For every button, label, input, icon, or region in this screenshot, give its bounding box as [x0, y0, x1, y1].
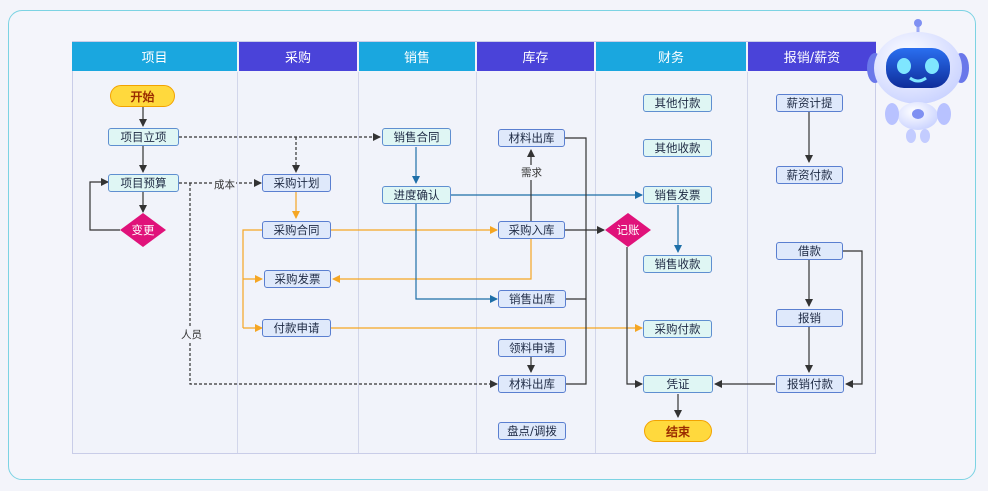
- salary-payment-node[interactable]: 薪资付款: [776, 166, 843, 184]
- reimburse-payment-node[interactable]: 报销付款: [776, 375, 844, 393]
- end-node[interactable]: 结束: [644, 420, 712, 442]
- lane-divider: [358, 72, 359, 453]
- lane-divider: [237, 72, 238, 453]
- lane-header-project: 项目: [72, 42, 237, 71]
- other-receipt-node[interactable]: 其他收款: [643, 139, 712, 157]
- purchase-contract-node[interactable]: 采购合同: [262, 221, 331, 239]
- bookkeeping-decision-label: 记账: [616, 223, 640, 237]
- purchase-plan-node[interactable]: 采购计划: [262, 174, 331, 192]
- robot-mascot-icon: [867, 19, 969, 143]
- sales-receipt-node[interactable]: 销售收款: [643, 255, 712, 273]
- lane-header-purchase: 采购: [239, 42, 357, 71]
- lane-header-finance: 财务: [596, 42, 746, 71]
- reimburse-node[interactable]: 报销: [776, 309, 843, 327]
- material-out-bottom-node[interactable]: 材料出库: [498, 375, 566, 393]
- start-node[interactable]: 开始: [110, 85, 175, 107]
- swimlane-board: [72, 41, 876, 454]
- inventory-transfer-node[interactable]: 盘点/调拨: [498, 422, 566, 440]
- lane-divider: [595, 72, 596, 453]
- payment-request-node[interactable]: 付款申请: [262, 319, 331, 337]
- bookkeeping-decision[interactable]: 记账: [605, 213, 651, 247]
- lane-header-inventory: 库存: [477, 42, 594, 71]
- material-request-node[interactable]: 领料申请: [498, 339, 566, 357]
- voucher-node[interactable]: 凭证: [643, 375, 713, 393]
- change-decision[interactable]: 变更: [120, 213, 166, 247]
- sales-out-node[interactable]: 销售出库: [498, 290, 566, 308]
- lane-divider: [747, 72, 748, 453]
- lane-header-sales: 销售: [359, 42, 475, 71]
- lane-header-reimburse-salary: 报销/薪资: [748, 42, 876, 71]
- salary-accrual-node[interactable]: 薪资计提: [776, 94, 843, 112]
- purchase-invoice-node[interactable]: 采购发票: [264, 270, 331, 288]
- progress-confirm-node[interactable]: 进度确认: [382, 186, 451, 204]
- diamond-shape: [605, 213, 651, 247]
- sales-contract-node[interactable]: 销售合同: [382, 128, 451, 146]
- diamond-shape: [120, 213, 166, 247]
- purchase-in-node[interactable]: 采购入库: [498, 221, 565, 239]
- purchase-payment-node[interactable]: 采购付款: [643, 320, 712, 338]
- edge-label-cost: 成本: [213, 177, 236, 192]
- lane-divider: [476, 72, 477, 453]
- edge-label-demand: 需求: [520, 165, 543, 180]
- project-setup-node[interactable]: 项目立项: [108, 128, 179, 146]
- material-out-top-node[interactable]: 材料出库: [498, 129, 565, 147]
- change-decision-label: 变更: [131, 223, 155, 237]
- loan-node[interactable]: 借款: [776, 242, 843, 260]
- sales-invoice-node[interactable]: 销售发票: [643, 186, 712, 204]
- project-budget-node[interactable]: 项目预算: [108, 174, 179, 192]
- edge-label-personnel: 人员: [180, 327, 203, 342]
- other-payment-node[interactable]: 其他付款: [643, 94, 712, 112]
